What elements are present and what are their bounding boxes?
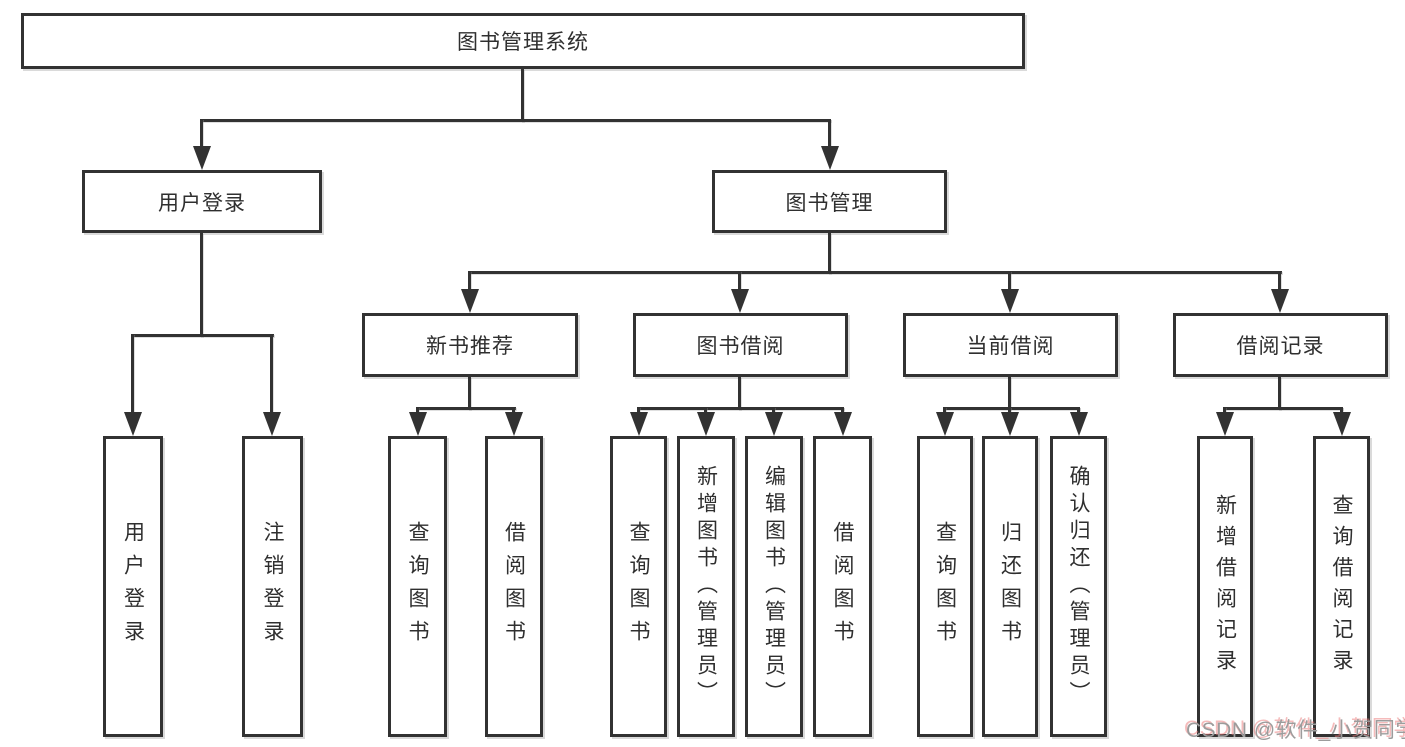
- node-borrow-books-recommend: 借阅图书: [485, 436, 543, 737]
- node-label: 借阅图书: [502, 520, 526, 653]
- node-library-system: 图书管理系统: [21, 13, 1025, 69]
- connector-line: [200, 119, 831, 122]
- node-label: 新书推荐: [426, 335, 514, 358]
- node-new-book-recommendation: 新书推荐: [362, 313, 578, 377]
- connector-line: [131, 334, 274, 337]
- arrow-down-icon: [1001, 289, 1019, 313]
- node-query-books-borrowing: 查询图书: [610, 436, 667, 737]
- node-label: 图书管理: [785, 191, 874, 215]
- node-edit-books-admin: 编辑图书（管理员）: [745, 436, 803, 737]
- node-label: 查询图书: [406, 520, 429, 653]
- arrow-down-icon: [765, 412, 783, 436]
- node-logout: 注销登录: [242, 436, 303, 737]
- connector-line: [943, 407, 1080, 410]
- node-label: 查询借阅记录: [1330, 493, 1353, 680]
- connector-line: [772, 407, 775, 416]
- csdn-watermark: CSDN @软件_小贺同学: [1186, 719, 1405, 742]
- connector-line: [512, 407, 515, 416]
- arrow-down-icon: [1216, 412, 1234, 436]
- arrow-down-icon: [630, 412, 648, 436]
- connector-line: [637, 407, 640, 416]
- node-return-books: 归还图书: [982, 436, 1038, 737]
- arrow-down-icon: [936, 412, 954, 436]
- node-current-borrowing: 当前借阅: [903, 313, 1118, 377]
- arrow-down-icon: [1333, 412, 1351, 436]
- connector-line: [1223, 407, 1226, 416]
- node-label: 查询图书: [933, 520, 957, 653]
- node-label: 注销登录: [261, 520, 284, 653]
- connector-line: [943, 407, 946, 416]
- connector-line: [738, 377, 741, 410]
- node-query-books-recommend: 查询图书: [388, 436, 447, 737]
- connector-line: [1077, 407, 1080, 416]
- arrow-down-icon: [731, 289, 749, 313]
- connector-line: [131, 334, 134, 416]
- connector-line: [1008, 407, 1011, 416]
- node-borrow-books: 借阅图书: [813, 436, 872, 737]
- connector-line: [416, 407, 419, 416]
- connector-line: [828, 233, 831, 274]
- node-label: 图书管理系统: [457, 31, 589, 54]
- arrow-down-icon: [1271, 289, 1289, 313]
- arrow-down-icon: [697, 412, 715, 436]
- connector-line: [1008, 271, 1011, 292]
- connector-line: [468, 271, 471, 292]
- arrow-down-icon: [1070, 412, 1088, 436]
- node-label: 用户登录: [158, 191, 246, 215]
- node-book-borrowing: 图书借阅: [633, 313, 848, 377]
- connector-line: [1278, 271, 1281, 292]
- connector-line: [828, 119, 831, 150]
- connector-line: [468, 377, 471, 410]
- node-confirm-return-admin: 确认归还（管理员）: [1050, 436, 1107, 737]
- node-add-books-admin: 新增图书（管理员）: [677, 436, 735, 737]
- arrow-down-icon: [263, 412, 281, 436]
- connector-line: [200, 233, 203, 337]
- node-label: 图书借阅: [696, 335, 785, 358]
- node-label: 归还图书: [998, 520, 1022, 653]
- arrow-down-icon: [124, 412, 142, 436]
- node-borrowing-records: 借阅记录: [1173, 313, 1388, 377]
- connector-line: [416, 407, 516, 410]
- node-add-borrow-record: 新增借阅记录: [1197, 436, 1253, 737]
- connector-line: [637, 407, 844, 410]
- node-label: 新增图书（管理员）: [694, 465, 718, 708]
- node-book-management: 图书管理: [712, 170, 947, 233]
- node-label: 查询图书: [627, 520, 650, 653]
- connector-line: [270, 334, 273, 416]
- node-label: 编辑图书（管理员）: [762, 465, 786, 708]
- node-query-borrow-record: 查询借阅记录: [1313, 436, 1370, 737]
- node-user-login: 用户登录: [82, 170, 322, 233]
- node-query-books-current: 查询图书: [917, 436, 973, 737]
- connector-line: [1223, 407, 1343, 410]
- node-label: 新增借阅记录: [1213, 493, 1237, 680]
- connector-line: [738, 271, 741, 292]
- node-label: 确认归还（管理员）: [1067, 465, 1090, 708]
- arrow-down-icon: [834, 412, 852, 436]
- node-label: 借阅记录: [1236, 335, 1325, 358]
- arrow-down-icon: [193, 146, 211, 170]
- connector-line: [468, 271, 1282, 274]
- arrow-down-icon: [821, 146, 839, 170]
- connector-line: [841, 407, 844, 416]
- arrow-down-icon: [505, 412, 523, 436]
- arrow-down-icon: [461, 289, 479, 313]
- connector-line: [1340, 407, 1343, 416]
- node-label: 借阅图书: [831, 520, 854, 653]
- connector-line: [1008, 377, 1011, 410]
- node-label: 当前借阅: [966, 335, 1055, 358]
- connector-line: [200, 119, 203, 150]
- connector-line: [704, 407, 707, 416]
- arrow-down-icon: [1001, 412, 1019, 436]
- arrow-down-icon: [409, 412, 427, 436]
- connector-line: [521, 69, 524, 122]
- node-user-login-leaf: 用户登录: [103, 436, 163, 737]
- node-label: 用户登录: [121, 520, 145, 653]
- connector-line: [1278, 377, 1281, 410]
